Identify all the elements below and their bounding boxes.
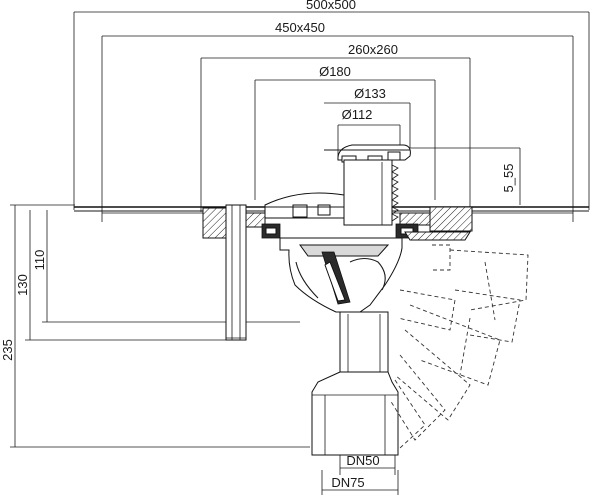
dim-450: 450x450 bbox=[101, 20, 574, 222]
dim-180: Ø180 bbox=[254, 64, 436, 200]
dim-450-label: 450x450 bbox=[275, 20, 325, 35]
dome-ring bbox=[264, 192, 345, 219]
dim-dn75: DN75 bbox=[321, 470, 399, 495]
dim-180-label: Ø180 bbox=[319, 64, 351, 79]
dim-133: Ø133 bbox=[324, 86, 411, 148]
dim-110: 110 bbox=[32, 210, 300, 323]
dim-112-label: Ø112 bbox=[342, 107, 373, 122]
alternate-outlets-dashed bbox=[389, 244, 529, 449]
insulation-tube bbox=[225, 204, 247, 341]
outlet-pipe bbox=[311, 311, 399, 456]
dim-260: 260x260 bbox=[200, 42, 471, 212]
dim-260-label: 260x260 bbox=[348, 42, 398, 57]
dim-500: 500x500 bbox=[73, 0, 590, 210]
dim-500-label: 500x500 bbox=[306, 0, 356, 12]
dim-dn50-label: DN50 bbox=[346, 453, 379, 468]
left-flange bbox=[202, 207, 281, 239]
dim-112: Ø112 bbox=[337, 107, 401, 160]
dim-130-label: 130 bbox=[15, 274, 30, 296]
dim-130: 130 bbox=[15, 210, 230, 341]
drain-body bbox=[279, 237, 403, 313]
dim-dn75-label: DN75 bbox=[331, 475, 364, 490]
dim-110-label: 110 bbox=[32, 250, 47, 271]
right-flange bbox=[395, 206, 473, 241]
dim-235: 235 bbox=[0, 204, 310, 448]
dim-133-label: Ø133 bbox=[354, 86, 386, 101]
dim-5-55: 5_55 bbox=[405, 147, 521, 205]
grate-cap bbox=[324, 144, 411, 163]
dim-5-55-label: 5_55 bbox=[501, 164, 516, 193]
riser-body bbox=[343, 159, 399, 226]
dim-235-label: 235 bbox=[0, 339, 15, 361]
dim-dn50: DN50 bbox=[339, 453, 396, 475]
